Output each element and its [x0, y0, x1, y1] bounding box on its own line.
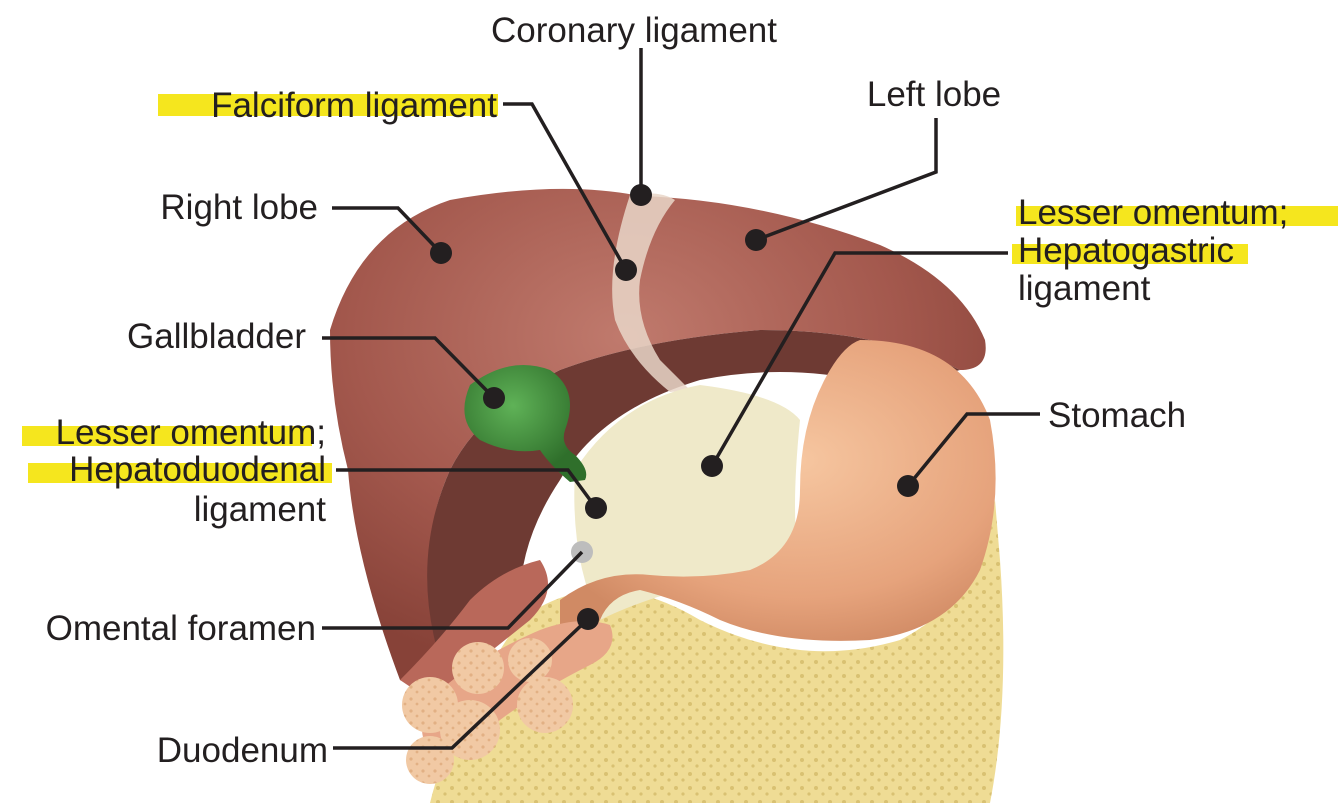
label-lesser-omentum-hd-3: ligament [194, 490, 327, 529]
greater-omentum-fat [430, 500, 1004, 803]
dot-falciform [615, 259, 637, 281]
leader-omental-foramen [322, 550, 584, 630]
dot-hepatoduodenal [585, 497, 607, 519]
labels: Coronary ligament Falciform ligament Lef… [46, 11, 1289, 770]
dot-stomach [897, 475, 919, 497]
dot-coronary [630, 184, 652, 206]
dot-duodenum [577, 608, 599, 630]
falciform-ligament-band [612, 193, 690, 392]
leader-hepatoduodenal [336, 468, 598, 510]
label-falciform-ligament: Falciform ligament [211, 86, 497, 125]
lesser-omentum-sheet [574, 385, 800, 620]
label-right-lobe: Right lobe [160, 188, 318, 227]
highlight-lesser-omentum-hg [1016, 206, 1338, 226]
leader-dots [430, 184, 919, 630]
highlight-falciform [158, 94, 498, 116]
liver-right-lobe [330, 188, 986, 682]
highlight-hepatoduodenal [28, 463, 332, 483]
highlights [22, 94, 1338, 483]
label-lesser-omentum-hg-3: ligament [1018, 269, 1151, 308]
leader-right-lobe [332, 206, 443, 255]
label-gallbladder: Gallbladder [127, 317, 306, 356]
highlight-lesser-omentum-hd [22, 426, 312, 446]
dot-hepatogastric [701, 455, 723, 477]
dot-left-lobe [745, 229, 767, 251]
leader-lines [322, 48, 1040, 750]
stomach-shape [560, 340, 996, 641]
label-lesser-omentum-hg-2: Hepatogastric [1018, 231, 1234, 270]
dot-right-lobe [430, 242, 452, 264]
label-stomach: Stomach [1048, 396, 1186, 435]
dot-gallbladder [483, 387, 505, 409]
label-omental-foramen: Omental foramen [46, 609, 316, 648]
leader-duodenum [333, 617, 590, 750]
label-left-lobe: Left lobe [867, 75, 1001, 114]
leader-left-lobe [755, 118, 938, 242]
label-coronary-ligament: Coronary ligament [491, 11, 777, 50]
leader-gallbladder [322, 336, 496, 400]
liver-inferior-edge [400, 560, 548, 700]
label-lesser-omentum-hd-2: Hepatoduodenal [69, 450, 326, 489]
leader-hepatogastric [710, 251, 1008, 467]
label-duodenum: Duodenum [157, 731, 328, 770]
label-lesser-omentum-hd-1: Lesser omentum; [56, 413, 326, 452]
leader-stomach [906, 412, 1040, 488]
label-lesser-omentum-hg-1: Lesser omentum; [1018, 193, 1288, 232]
highlight-hepatogastric [1012, 244, 1248, 264]
leader-falciform [503, 102, 628, 271]
